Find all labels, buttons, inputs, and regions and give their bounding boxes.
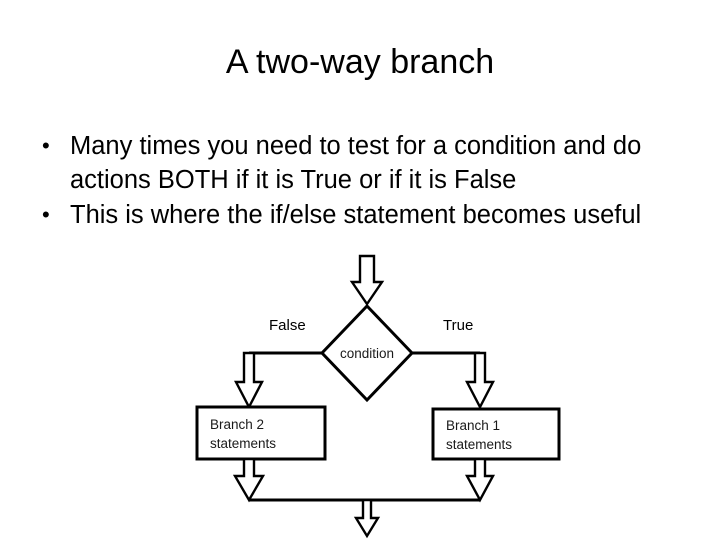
bullet-text: This is where the if/else statement beco… [70, 201, 642, 230]
page-title: A two-way branch [225, 43, 495, 81]
bullet-text: Many times you need to test for a condit… [70, 132, 642, 194]
decision-label: condition [340, 346, 394, 361]
true-exit-arrow-icon [464, 457, 496, 503]
exit-arrow-icon [353, 498, 381, 539]
false-path-arrow-icon [234, 351, 264, 410]
branch-true-line2: statements [446, 437, 512, 452]
decision-diamond [319, 303, 415, 403]
bullet-marker-icon: • [42, 202, 50, 228]
branch-false-line1: Branch 2 [210, 417, 264, 432]
branch-false-box [195, 405, 327, 461]
true-path-arrow-icon [465, 351, 495, 410]
false-edge-label: False [269, 317, 306, 334]
branch-false-line2: statements [210, 436, 276, 451]
branch-true-box [431, 407, 561, 461]
true-edge-label: True [443, 317, 473, 334]
false-exit-arrow-icon [232, 457, 266, 503]
bullet-list: • Many times you need to test for a cond… [28, 130, 700, 235]
list-item: • Many times you need to test for a cond… [28, 130, 700, 197]
entry-arrow-icon [349, 254, 385, 307]
flowchart-diagram: condition False True Branch 2 [190, 252, 590, 540]
branch-true-line1: Branch 1 [446, 418, 500, 433]
bullet-marker-icon: • [42, 133, 50, 158]
list-item: • This is where the if/else statement be… [28, 199, 700, 233]
